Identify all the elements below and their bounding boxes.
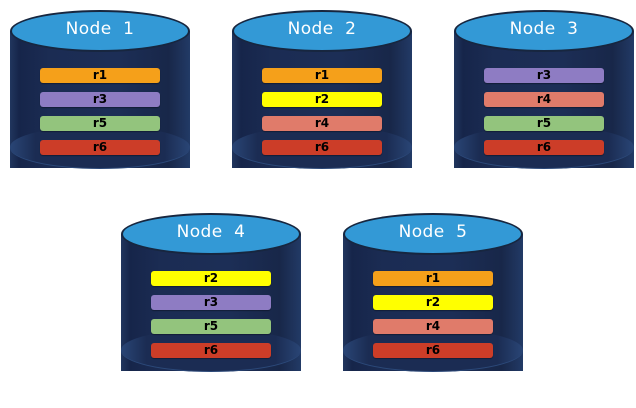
replica-bar[interactable]: r6 xyxy=(151,343,271,358)
node-title: Node 1 xyxy=(65,19,135,39)
cylinder-top-ellipse xyxy=(121,213,301,255)
cylinder-top-ellipse xyxy=(454,10,634,52)
node-title: Node 5 xyxy=(398,222,468,242)
replica-bar[interactable]: r6 xyxy=(484,140,604,155)
node-title: Node 2 xyxy=(287,19,357,39)
node-cylinder-4[interactable]: Node 4 r2 r3 r5 r6 xyxy=(121,213,301,392)
replica-bar[interactable]: r2 xyxy=(373,295,493,310)
node-cylinder-5[interactable]: Node 5 r1 r2 r4 r6 xyxy=(343,213,523,392)
replica-bar[interactable]: r1 xyxy=(373,271,493,286)
replica-bar[interactable]: r1 xyxy=(262,68,382,83)
replica-bar[interactable]: r1 xyxy=(40,68,160,83)
replica-bar[interactable]: r5 xyxy=(484,116,604,131)
replica-bar[interactable]: r4 xyxy=(484,92,604,107)
replica-bar[interactable]: r2 xyxy=(262,92,382,107)
node-cylinder-2[interactable]: Node 2 r1 r2 r4 r6 xyxy=(232,10,412,189)
replica-bar[interactable]: r4 xyxy=(373,319,493,334)
node-title: Node 4 xyxy=(176,222,246,242)
replica-bar[interactable]: r5 xyxy=(40,116,160,131)
replica-bar[interactable]: r3 xyxy=(40,92,160,107)
replica-bar[interactable]: r5 xyxy=(151,319,271,334)
replica-bar[interactable]: r6 xyxy=(40,140,160,155)
cylinder-top-ellipse xyxy=(343,213,523,255)
replica-bar[interactable]: r4 xyxy=(262,116,382,131)
replica-bar[interactable]: r2 xyxy=(151,271,271,286)
replica-list: r1 r2 r4 r6 xyxy=(373,271,493,358)
replica-list: r3 r4 r5 r6 xyxy=(484,68,604,155)
replica-list: r2 r3 r5 r6 xyxy=(151,271,271,358)
replica-bar[interactable]: r6 xyxy=(262,140,382,155)
cylinder-top-ellipse xyxy=(232,10,412,52)
replica-bar[interactable]: r3 xyxy=(484,68,604,83)
replica-bar[interactable]: r3 xyxy=(151,295,271,310)
replica-list: r1 r3 r5 r6 xyxy=(40,68,160,155)
node-cylinder-1[interactable]: Node 1 r1 r3 r5 r6 xyxy=(10,10,190,189)
cylinder-top-ellipse xyxy=(10,10,190,52)
node-cylinder-3[interactable]: Node 3 r3 r4 r5 r6 xyxy=(454,10,634,189)
replica-bar[interactable]: r6 xyxy=(373,343,493,358)
replica-list: r1 r2 r4 r6 xyxy=(262,68,382,155)
node-title: Node 3 xyxy=(509,19,579,39)
